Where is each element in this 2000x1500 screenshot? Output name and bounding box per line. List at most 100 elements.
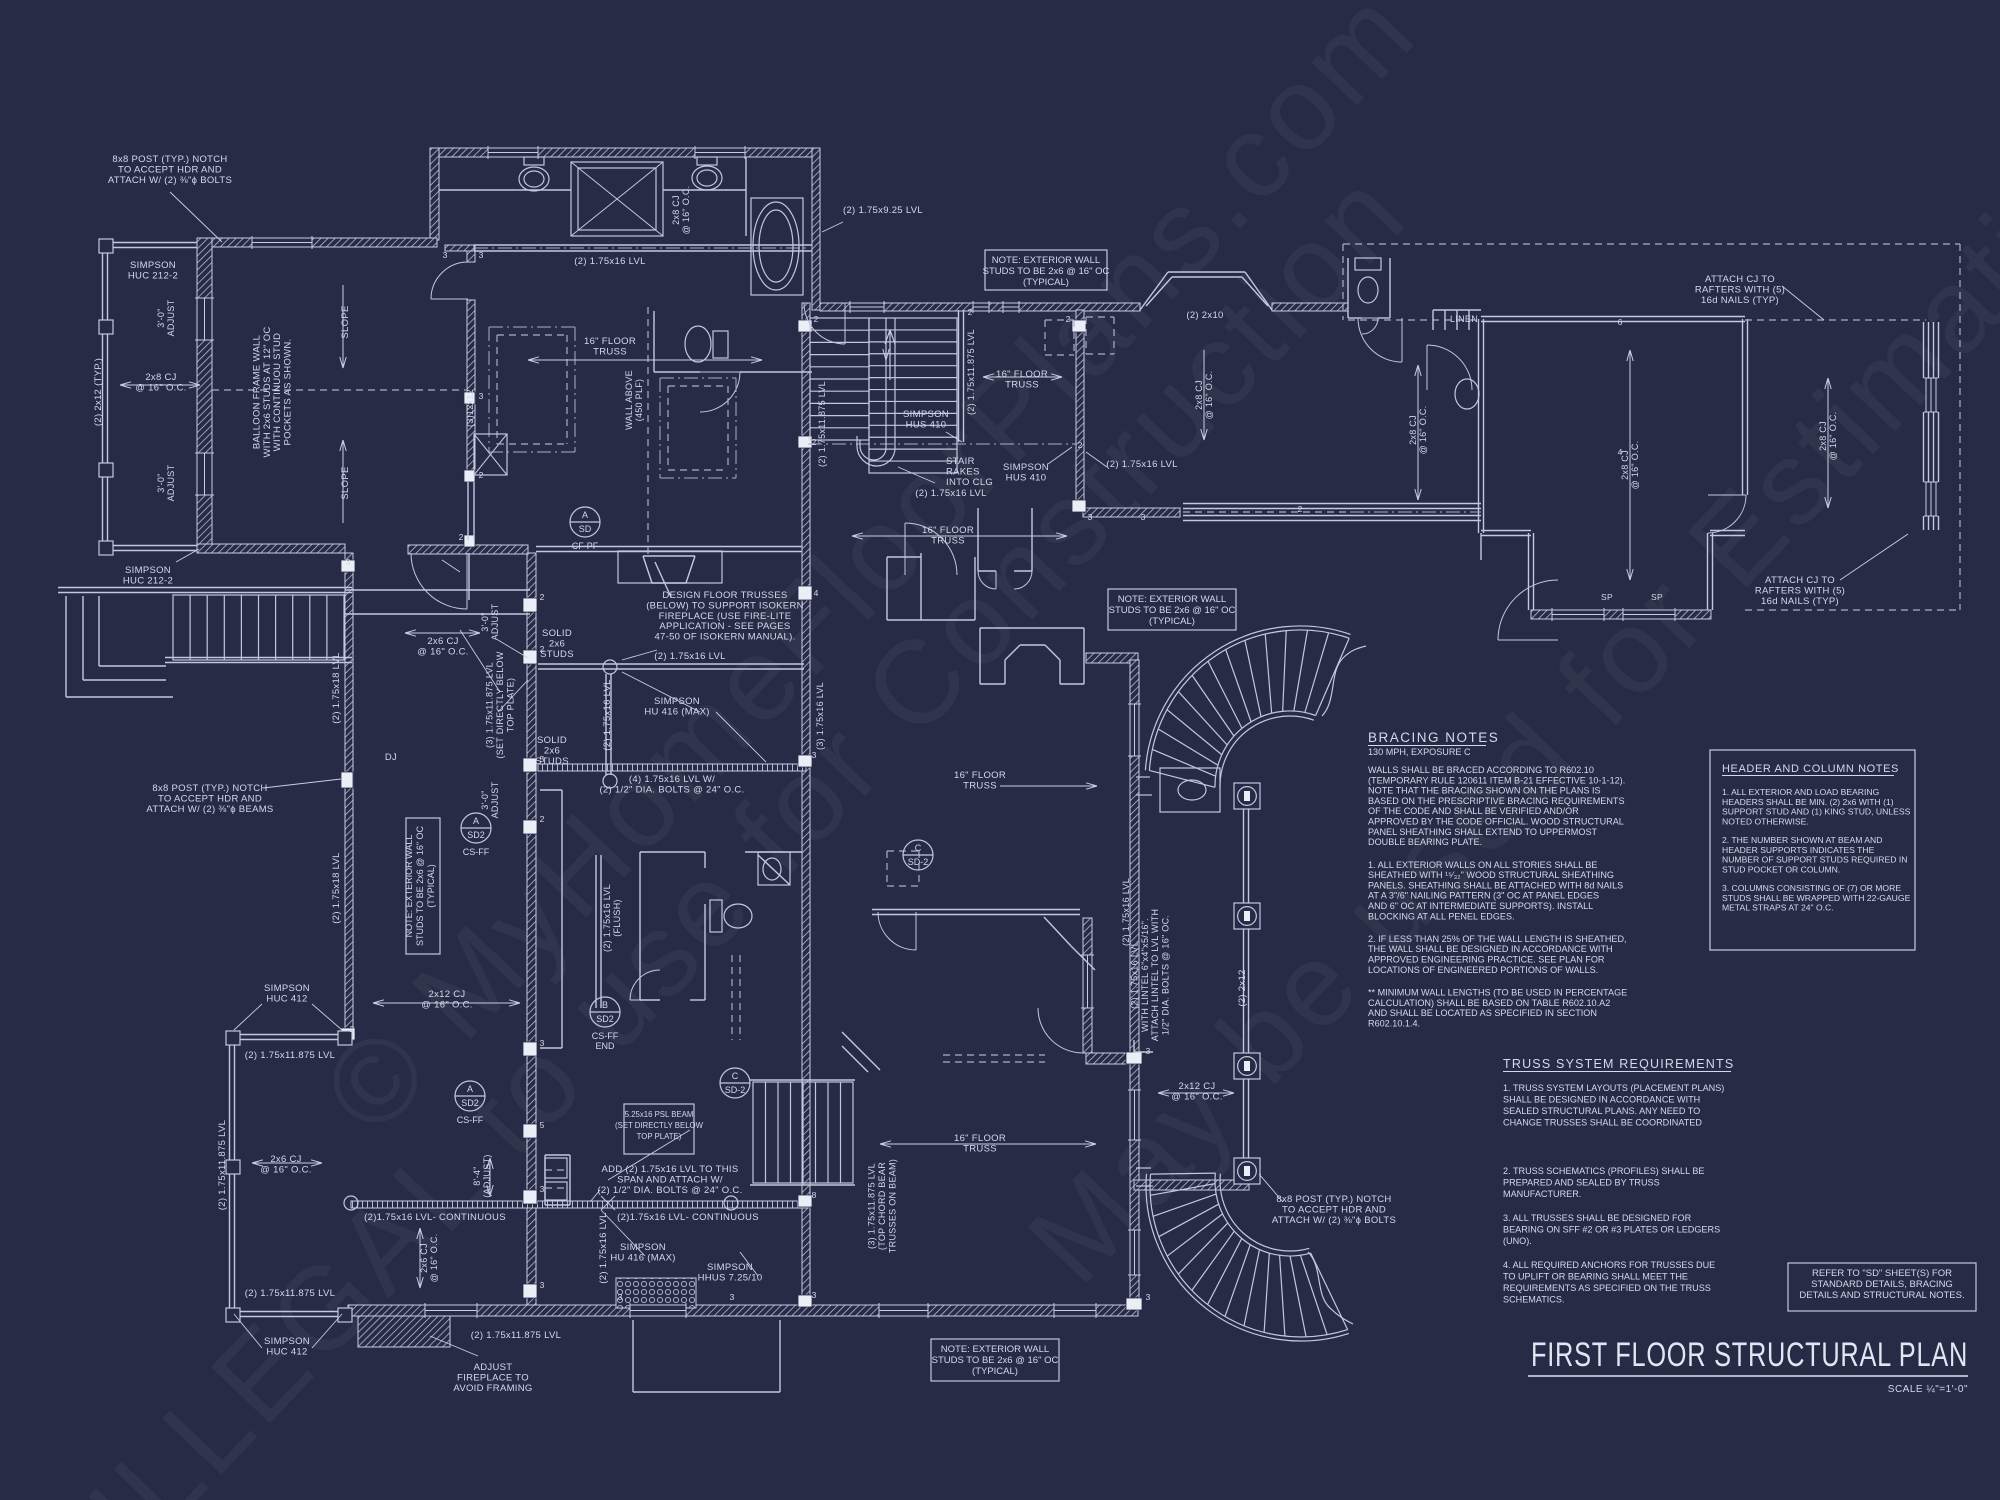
svg-text:(3) 1.75x11.875 LVL(TOP CHORD: (3) 1.75x11.875 LVL(TOP CHORD BEARTRUSSE… — [867, 1159, 898, 1253]
svg-text:2: 2 — [1078, 440, 1083, 450]
svg-text:STUDS SHALL BE WRAPPED WITH 22: STUDS SHALL BE WRAPPED WITH 22-GAUGE — [1722, 893, 1911, 903]
svg-text:SD2: SD2 — [596, 1014, 614, 1024]
svg-text:(2) 1.75x11.875 LVL: (2) 1.75x11.875 LVL — [966, 329, 976, 415]
svg-text:(2) 1.75x16 LVL: (2) 1.75x16 LVL — [598, 1212, 609, 1283]
svg-text:3: 3 — [812, 1290, 817, 1300]
svg-text:STUD POCKET OR COLUMN.: STUD POCKET OR COLUMN. — [1722, 864, 1840, 874]
svg-text:DESIGN FLOOR TRUSSES(BELOW) TO: DESIGN FLOOR TRUSSES(BELOW) TO SUPPORT I… — [646, 590, 804, 643]
svg-text:SHEATHED WITH ¹⁵⁄₃₂" WOOD STRU: SHEATHED WITH ¹⁵⁄₃₂" WOOD STRUCTURAL SHE… — [1368, 870, 1614, 880]
svg-text:AND SHALL BE LOCATED AS SPECIF: AND SHALL BE LOCATED AS SPECIFIED IN SEC… — [1368, 1008, 1597, 1018]
svg-text:3: 3 — [479, 250, 484, 260]
svg-text:2: 2 — [812, 437, 817, 447]
svg-text:2: 2 — [350, 1024, 355, 1034]
svg-text:3: 3 — [479, 391, 484, 401]
svg-text:WALLS SHALL BE BRACED ACCORDIN: WALLS SHALL BE BRACED ACCORDING TO R602.… — [1368, 765, 1594, 775]
svg-text:CS-FF: CS-FF — [592, 1031, 619, 1041]
svg-text:CS-FF: CS-FF — [457, 1115, 484, 1125]
svg-text:(2) 1.75x16 LVL: (2) 1.75x16 LVL — [654, 651, 725, 662]
svg-text:(2) 2x12 (TYP.): (2) 2x12 (TYP.) — [93, 358, 104, 426]
svg-text:2: 2 — [1066, 314, 1071, 324]
svg-text:SP: SP — [1601, 592, 1613, 602]
svg-text:2: 2 — [540, 814, 545, 824]
svg-text:TOP PLATE): TOP PLATE) — [637, 1132, 682, 1141]
svg-text:(2) 1.75x16 LVL(FLUSH): (2) 1.75x16 LVL(FLUSH) — [602, 884, 622, 952]
svg-text:REFER TO "SD" SHEET(S) FOR: REFER TO "SD" SHEET(S) FOR — [1812, 1268, 1952, 1279]
svg-text:3: 3 — [540, 1184, 545, 1194]
svg-text:CS-FF: CS-FF — [463, 847, 490, 857]
svg-text:(2) 1.75x11.875 LVL: (2) 1.75x11.875 LVL — [217, 1120, 228, 1210]
svg-text:WALL ABOVE(450 PLF): WALL ABOVE(450 PLF) — [624, 370, 644, 430]
svg-text:3. ALL TRUSSES SHALL BE DESIGN: 3. ALL TRUSSES SHALL BE DESIGNED FOR — [1503, 1213, 1692, 1223]
svg-text:3'-0"ADJUST: 3'-0"ADJUST — [480, 781, 500, 818]
svg-text:R602.10.1.4.: R602.10.1.4. — [1368, 1018, 1420, 1028]
svg-text:(2) 1.75x18 LVL: (2) 1.75x18 LVL — [331, 852, 342, 923]
svg-text:3: 3 — [618, 1292, 623, 1302]
svg-text:(2) 1.75x11.875 LVL: (2) 1.75x11.875 LVL — [245, 1050, 335, 1061]
svg-text:HEADER SUPPORTS INDICATES THE: HEADER SUPPORTS INDICATES THE — [1722, 845, 1875, 855]
svg-text:FIRST FLOOR STRUCTURAL PLAN: FIRST FLOOR STRUCTURAL PLAN — [1531, 1336, 1968, 1374]
svg-text:BALLOON FRAME WALLWITH 2x6 STU: BALLOON FRAME WALLWITH 2x6 STUDS AT 12" … — [251, 326, 293, 457]
svg-text:1. ALL EXTERIOR WALLS ON ALL S: 1. ALL EXTERIOR WALLS ON ALL STORIES SHA… — [1368, 860, 1597, 870]
svg-text:SD-2: SD-2 — [908, 857, 929, 867]
svg-text:2x6 CJ@ 16" O.C.: 2x6 CJ@ 16" O.C. — [419, 1234, 439, 1283]
svg-text:2x8 CJ@ 16" O.C.: 2x8 CJ@ 16" O.C. — [1620, 441, 1640, 490]
svg-text:(3)12x12: (3)12x12 — [465, 389, 475, 427]
svg-text:SCHEMATICS.: SCHEMATICS. — [1503, 1295, 1564, 1305]
svg-text:2. THE NUMBER SHOWN AT BEAM AN: 2. THE NUMBER SHOWN AT BEAM AND — [1722, 835, 1882, 845]
svg-text:3: 3 — [1141, 512, 1146, 522]
svg-text:SLOPE: SLOPE — [340, 305, 351, 338]
svg-text:DJ: DJ — [385, 752, 397, 763]
svg-text:2: 2 — [479, 470, 484, 480]
svg-text:B: B — [602, 1000, 608, 1010]
svg-text:3'-0"ADJUST: 3'-0"ADJUST — [156, 464, 176, 501]
svg-text:(TYPICAL): (TYPICAL) — [1149, 616, 1195, 627]
svg-text:5.25x16 PSL BEAM: 5.25x16 PSL BEAM — [625, 1110, 694, 1119]
svg-text:3. COLUMNS CONSISTING OF (7) O: 3. COLUMNS CONSISTING OF (7) OR MORE — [1722, 883, 1901, 893]
svg-text:SD2: SD2 — [467, 830, 485, 840]
svg-text:2: 2 — [540, 592, 545, 602]
svg-text:2. TRUSS SCHEMATICS (PROFILES): 2. TRUSS SCHEMATICS (PROFILES) SHALL BE — [1503, 1166, 1704, 1176]
svg-text:DETAILS AND STRUCTURAL NOTES.: DETAILS AND STRUCTURAL NOTES. — [1799, 1290, 1964, 1301]
svg-text:(2) 2x10: (2) 2x10 — [1186, 310, 1223, 321]
svg-text:4: 4 — [1618, 447, 1623, 457]
svg-text:C: C — [915, 843, 922, 853]
svg-text:LINEN: LINEN — [1450, 314, 1478, 324]
svg-text:A: A — [473, 816, 479, 826]
svg-text:SP: SP — [1651, 592, 1663, 602]
svg-text:3: 3 — [812, 750, 817, 760]
svg-text:(2) 1.75x11.875 LVL: (2) 1.75x11.875 LVL — [817, 381, 827, 467]
svg-text:(2)1.75x16 LVL- CONTINUOUS: (2)1.75x16 LVL- CONTINUOUS — [617, 1212, 759, 1223]
svg-text:STUDS TO BE 2x6 @ 16" OC: STUDS TO BE 2x6 @ 16" OC — [983, 266, 1110, 277]
svg-text:BASED ON THE PRESCRIPTIVE BRAC: BASED ON THE PRESCRIPTIVE BRACING REQUIR… — [1368, 796, 1625, 806]
svg-text:8'-4"(ADJUST): 8'-4"(ADJUST) — [472, 1154, 492, 1197]
svg-text:HEADER AND COLUMN NOTES: HEADER AND COLUMN NOTES — [1722, 763, 1899, 775]
svg-text:MANUFACTURER.: MANUFACTURER. — [1503, 1189, 1581, 1199]
svg-text:8: 8 — [812, 1190, 817, 1200]
svg-text:APPROVED ENGINEERING PRACTICE.: APPROVED ENGINEERING PRACTICE. SEE PLAN … — [1368, 955, 1605, 965]
svg-text:1. ALL EXTERIOR AND LOAD BEARI: 1. ALL EXTERIOR AND LOAD BEARING — [1722, 787, 1880, 797]
svg-text:(2) 1.75x18 LVL: (2) 1.75x18 LVL — [331, 652, 342, 723]
svg-text:NOTE: EXTERIOR WALL: NOTE: EXTERIOR WALL — [1118, 594, 1226, 605]
svg-text:(2) 1.75x16 LVL: (2) 1.75x16 LVL — [574, 256, 645, 267]
svg-text:(2) 1.75x16 LVL: (2) 1.75x16 LVL — [915, 488, 986, 499]
svg-text:THE WALL SHALL BE DESIGNED IN: THE WALL SHALL BE DESIGNED IN ACCORDANCE… — [1368, 944, 1613, 954]
svg-text:3'-0"ADJUST: 3'-0"ADJUST — [156, 299, 176, 336]
svg-text:5: 5 — [540, 754, 545, 764]
svg-text:NOTE: EXTERIOR WALL: NOTE: EXTERIOR WALL — [941, 1344, 1049, 1355]
svg-text:SUPPORT STUD AND (1) KING STUD: SUPPORT STUD AND (1) KING STUD, UNLESS — [1722, 807, 1911, 817]
svg-text:NOTE: EXTERIOR WALL: NOTE: EXTERIOR WALL — [992, 255, 1100, 266]
svg-text:SEALED STRUCTURAL PLANS. ANY N: SEALED STRUCTURAL PLANS. ANY NEED TO — [1503, 1106, 1700, 1116]
